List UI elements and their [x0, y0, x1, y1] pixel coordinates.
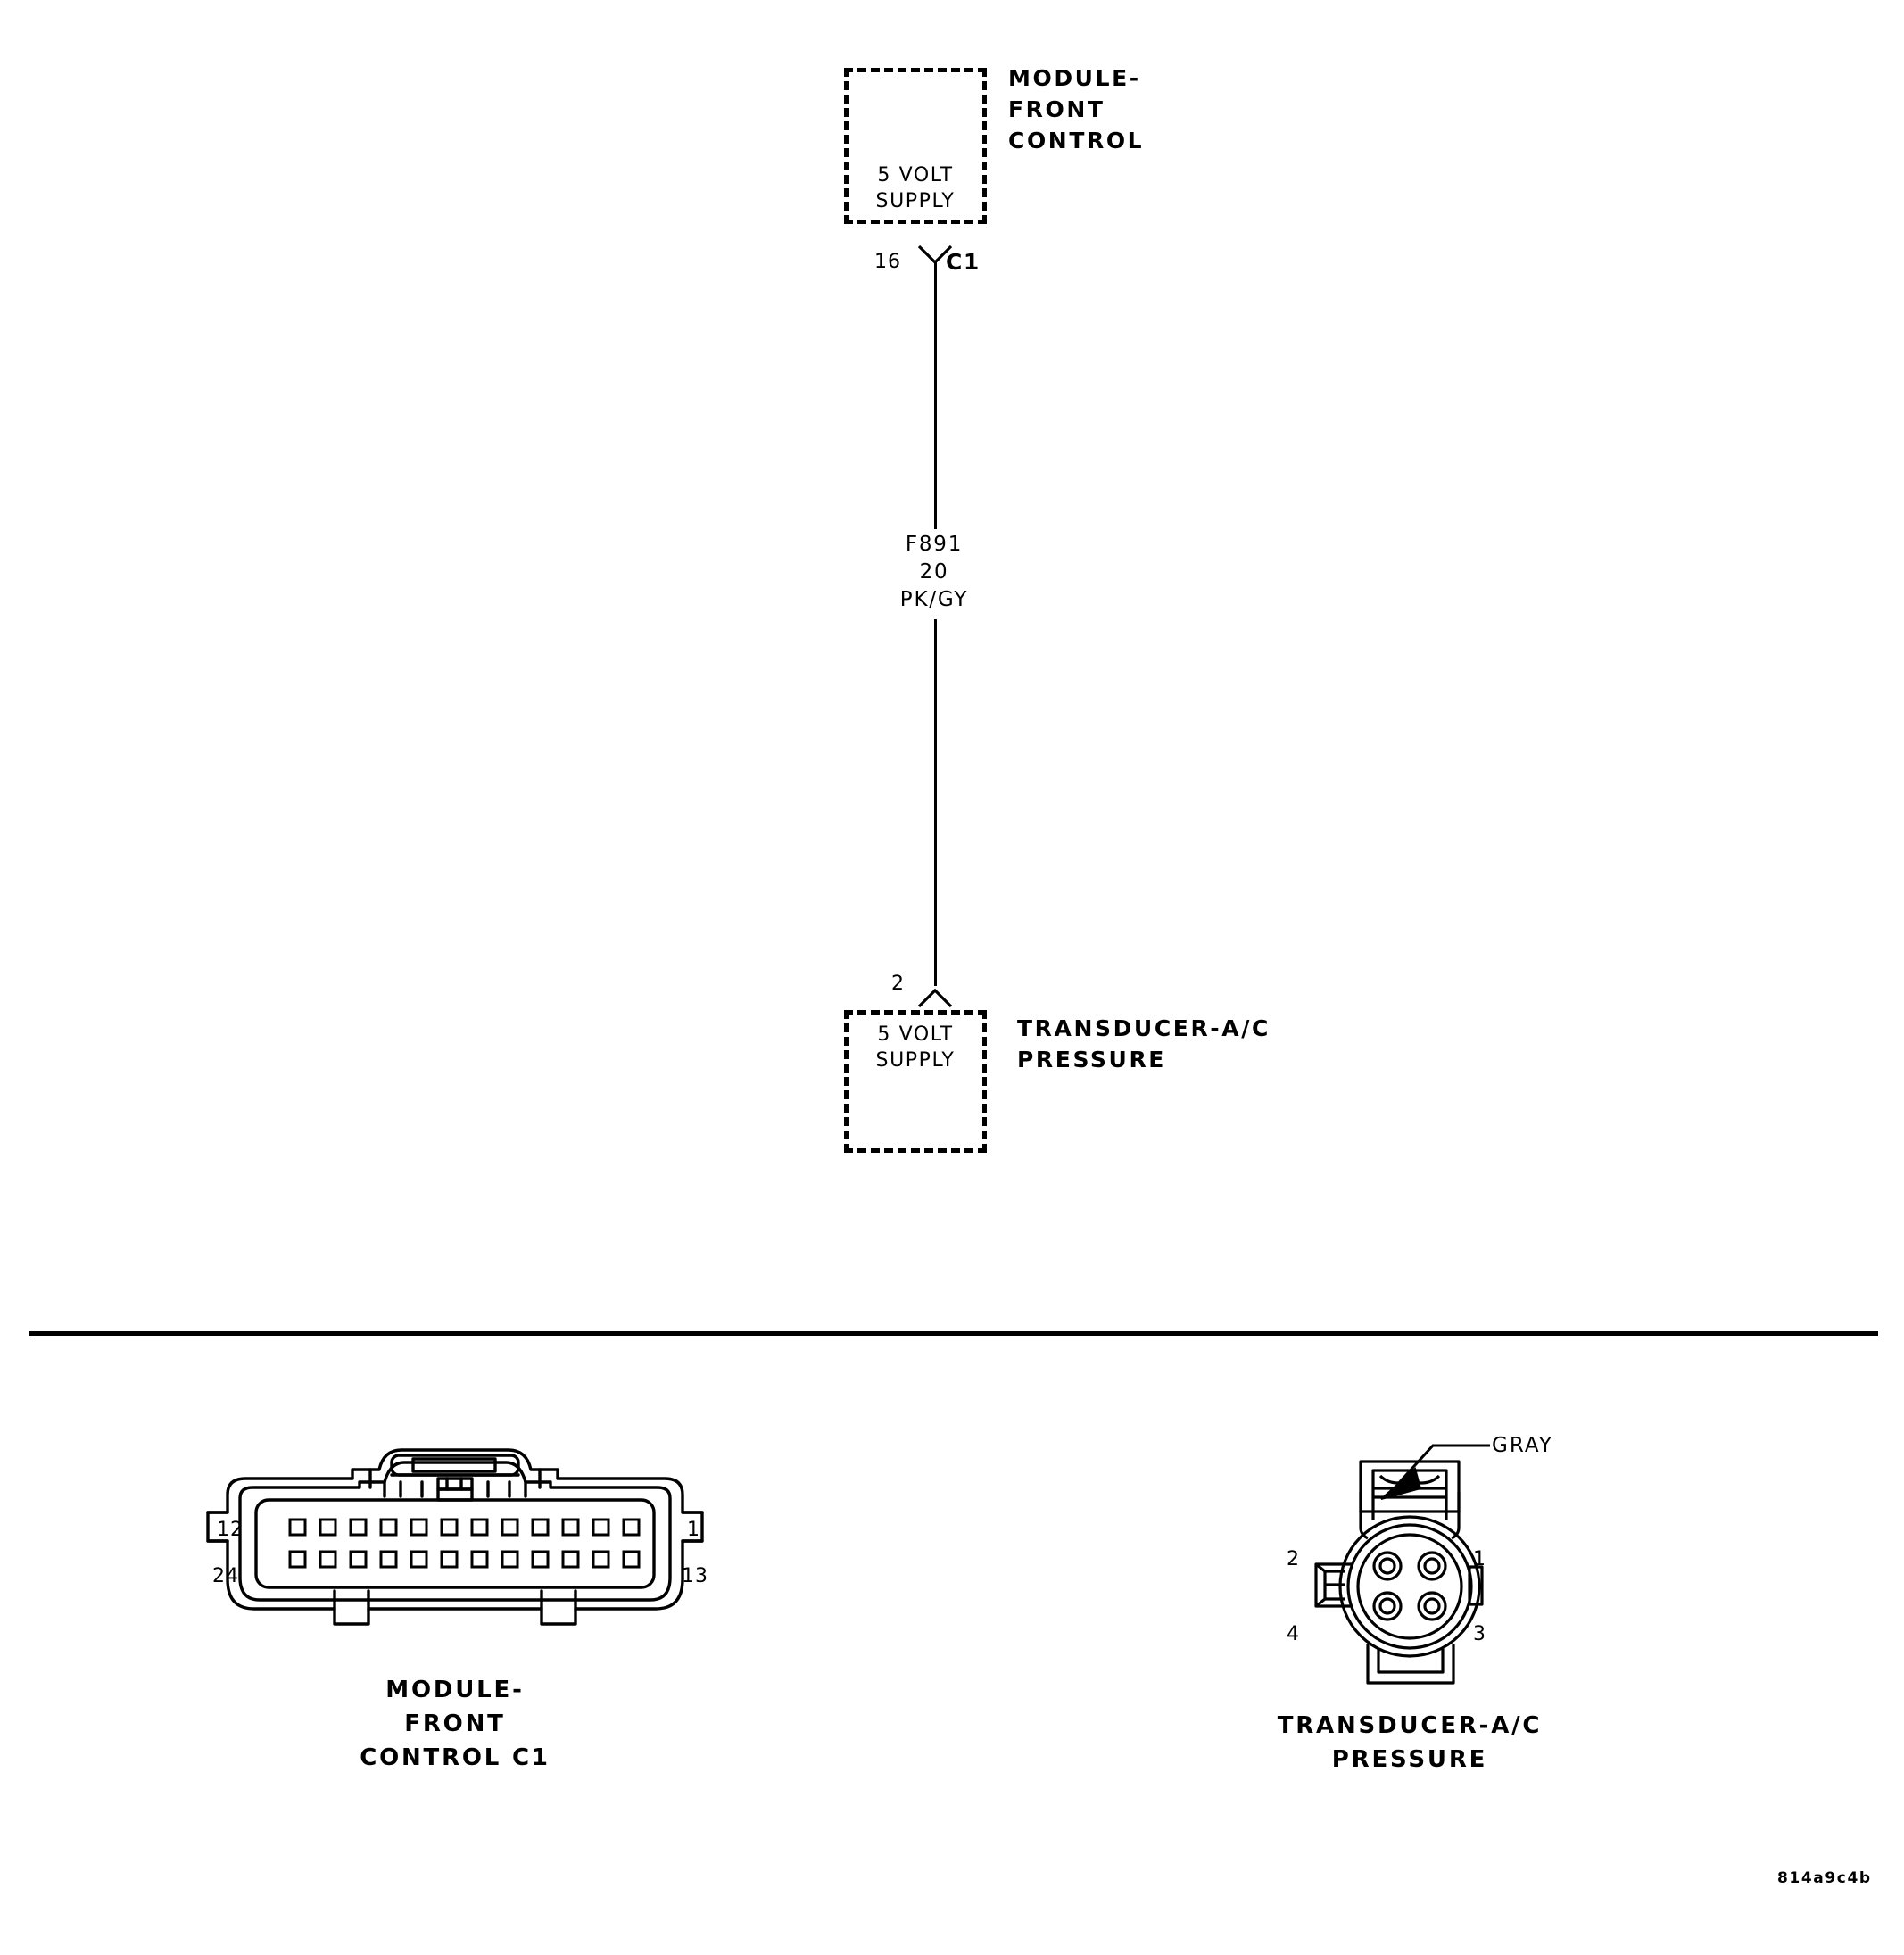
transducer-connector-pin-label-top-left: 2: [1287, 1548, 1300, 1570]
transducer-inner-label: 5 VOLT SUPPLY: [875, 1023, 956, 1072]
wire-gauge: 20: [919, 560, 949, 584]
section-divider: [29, 1331, 1878, 1336]
transducer-pin-number: 2: [891, 973, 905, 995]
transducer-connector-pin-label-bottom-right: 3: [1473, 1623, 1486, 1645]
gray-color-callout-label: GRAY: [1492, 1434, 1553, 1457]
module-front-control-connector-view: [201, 1432, 709, 1664]
transducer-ac-pressure-name: TRANSDUCER-A/C PRESSURE: [1017, 1015, 1271, 1073]
wire-segment-lower: [933, 619, 937, 986]
transducer-ac-pressure-connector-view: [1262, 1460, 1557, 1749]
module-connector-caption: MODULE- FRONT CONTROL C1: [360, 1677, 551, 1771]
module-connector-id: C1: [946, 249, 981, 275]
module-front-control-boundary: [844, 68, 987, 224]
wire-circuit-id: F891: [905, 533, 964, 556]
transducer-connector-caption: TRANSDUCER-A/C PRESSURE: [1277, 1712, 1543, 1773]
male-terminal-icon: [915, 980, 955, 1012]
module-front-control-name: MODULE- FRONT CONTROL: [1008, 65, 1145, 153]
wire-color-code: PK/GY: [899, 588, 969, 611]
module-connector-pin-label-top-left: 12: [217, 1519, 244, 1541]
module-connector-pin-label-top-right: 1: [687, 1519, 700, 1541]
transducer-connector-pin-label-top-right: 1: [1473, 1548, 1486, 1570]
module-connector-pin-label-bottom-left: 24: [212, 1565, 239, 1587]
reference-code: 814a9c4b: [1777, 1869, 1872, 1887]
wire-segment-upper: [933, 261, 937, 529]
transducer-ac-pressure-boundary: [844, 1010, 987, 1153]
module-connector-pin-label-bottom-right: 13: [682, 1565, 708, 1587]
module-front-control-inner-label: 5 VOLT SUPPLY: [875, 164, 956, 212]
transducer-connector-pin-label-bottom-left: 4: [1287, 1623, 1300, 1645]
module-pin-number: 16: [874, 251, 901, 273]
